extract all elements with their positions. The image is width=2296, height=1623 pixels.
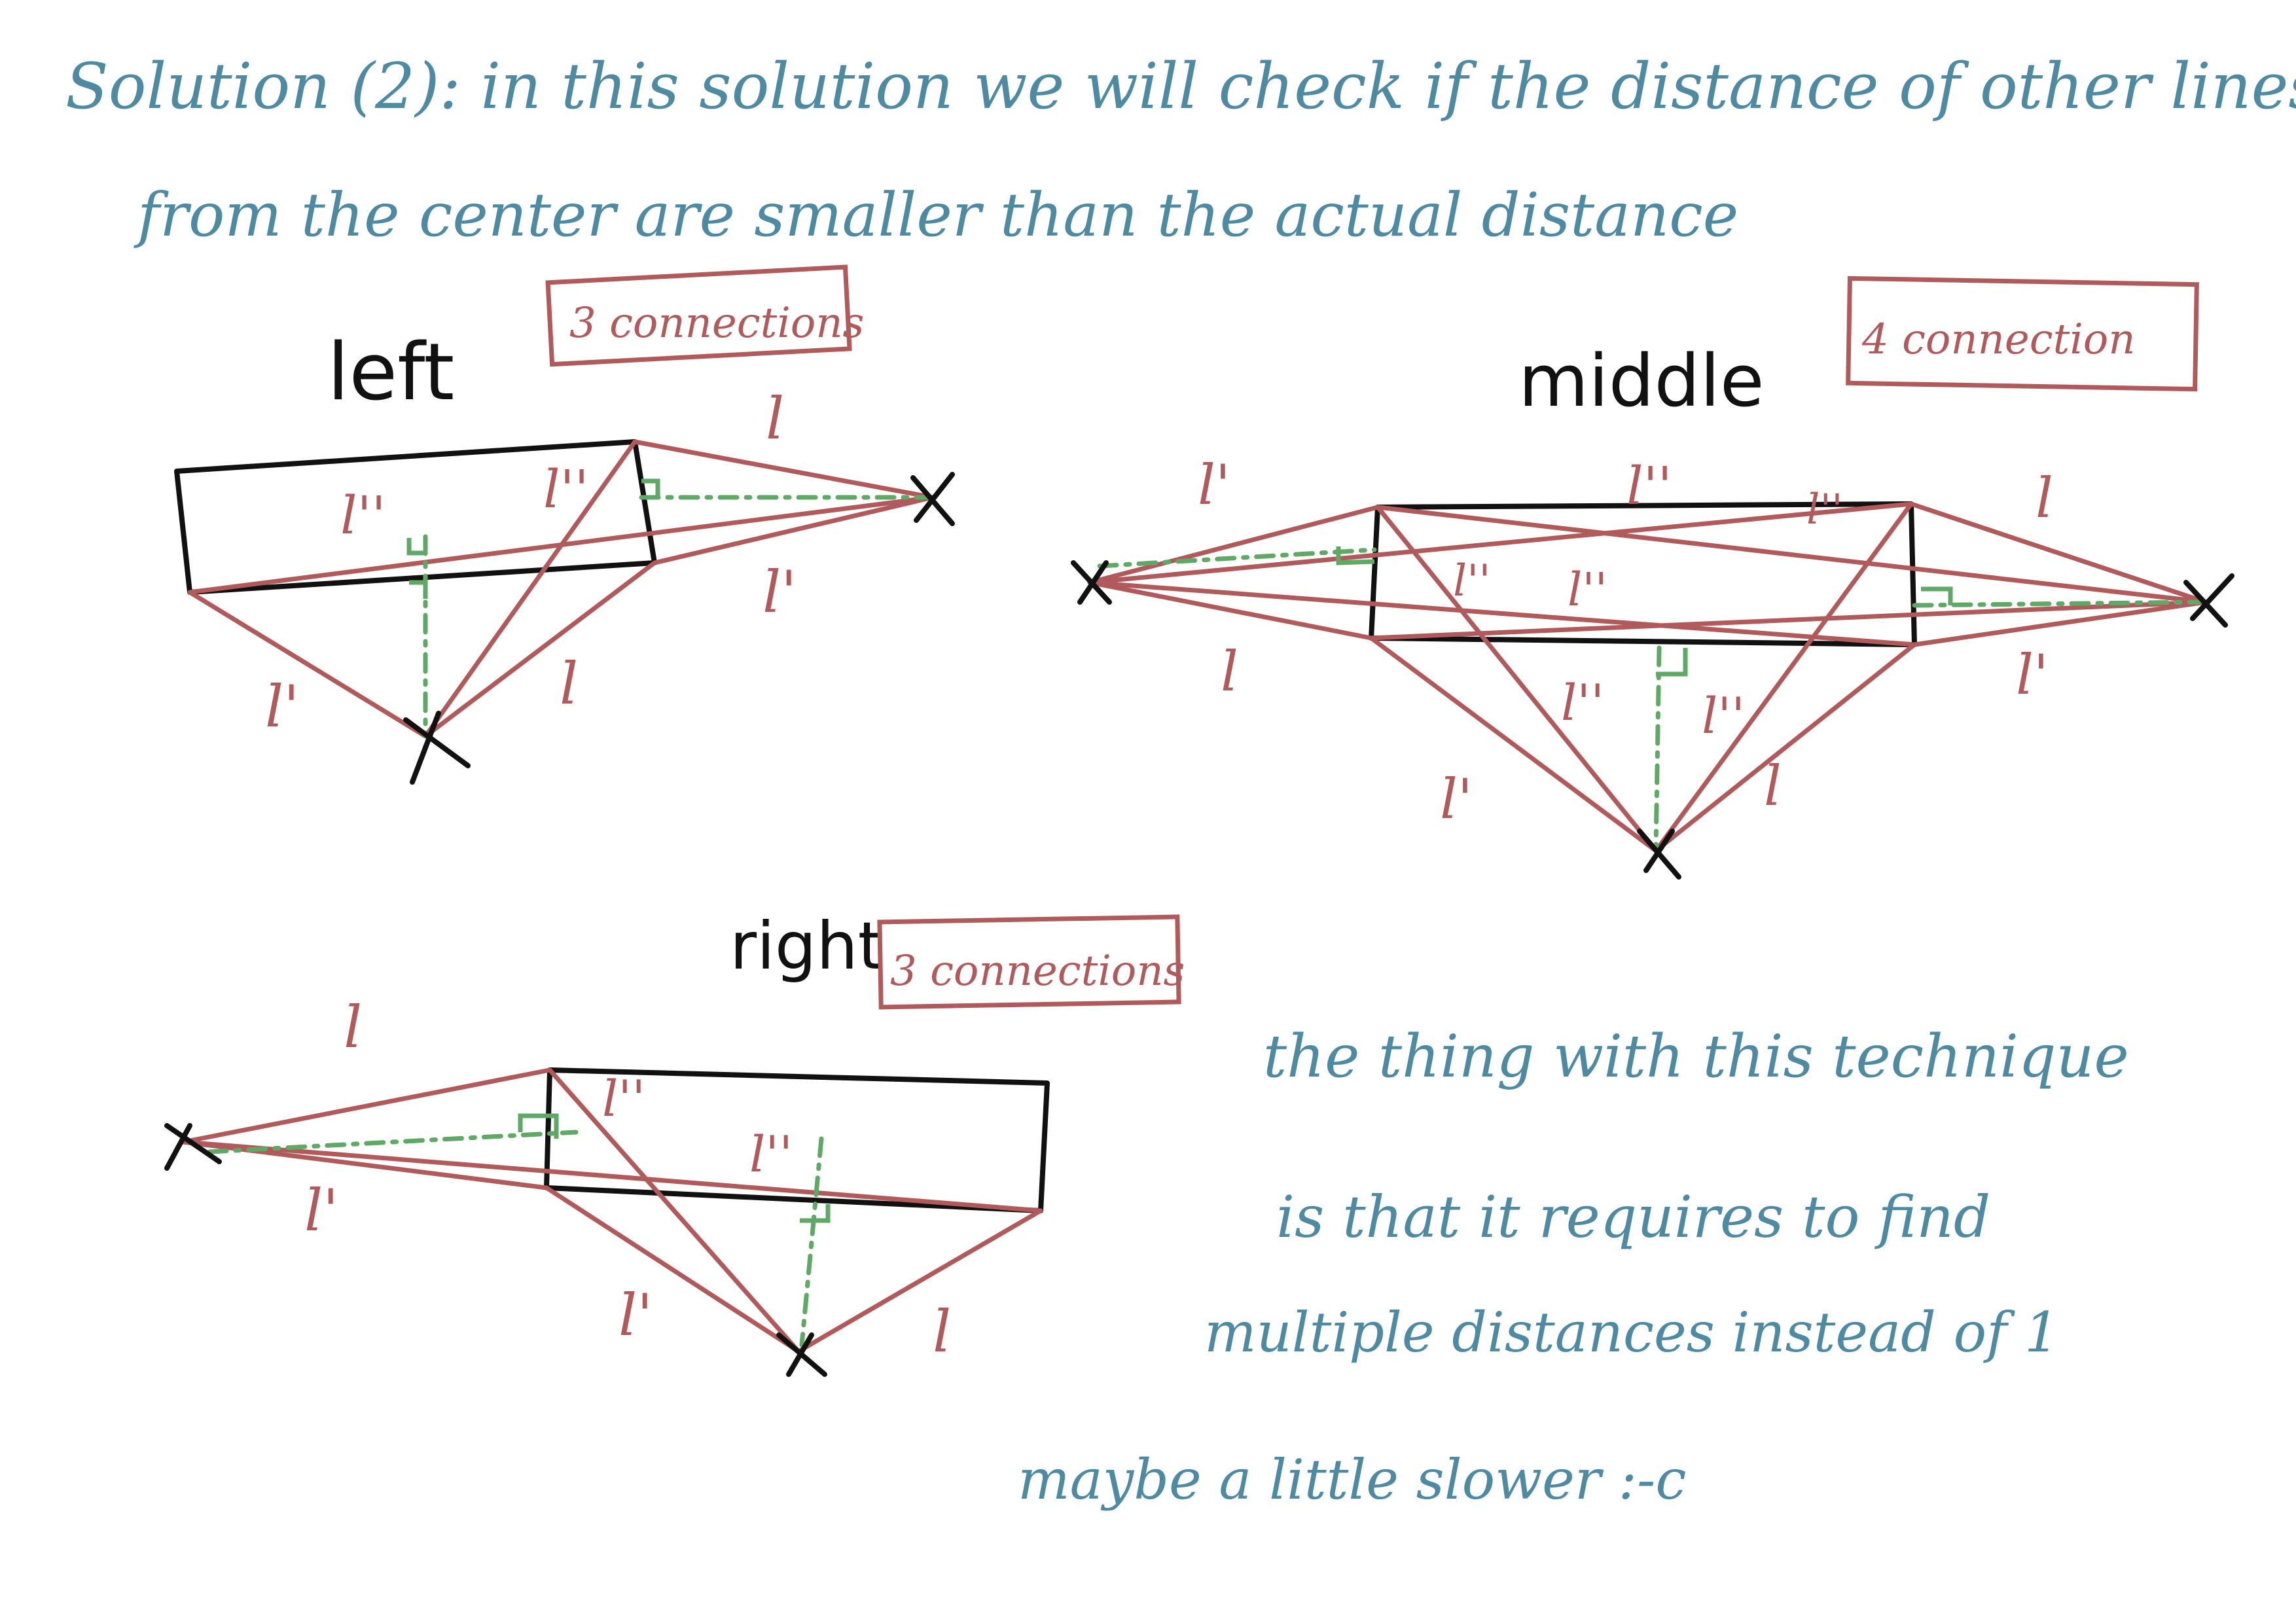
right-label-l1-left: l' [304,1177,338,1244]
right-perp-2-mark [800,1204,831,1223]
diagram-right: right 3 connections l l'' l'' l' [164,908,1185,1377]
right-line-1 [181,1067,552,1145]
diagram-right-badge: 3 connections [890,947,1185,995]
right-label-l2-b: l'' [749,1125,793,1183]
mid-label-l2-topright: l'' [1806,486,1843,534]
mid-perp-left [1097,547,1377,569]
left-label-l1-bottom: l' [265,673,299,740]
left-perp-1-mark [641,478,660,497]
mid-label-l2-bottom-b: l'' [1702,687,1745,745]
left-label-l-bottom: l [560,650,578,717]
mid-perp-right-mark [1921,586,1953,605]
mid-label-l1-bottom: l' [1440,767,1473,831]
mid-point-right [2183,573,2234,628]
right-perp-1-mark [518,1113,559,1139]
mid-line-b1 [1375,505,1659,853]
mid-line-l2 [1087,580,1374,641]
left-line-5 [423,439,637,739]
mid-perp-bottom-mark [1656,648,1688,677]
note-technique-2: is that it requires to find [1276,1183,1990,1251]
mid-line-l1 [1087,505,1380,585]
note-technique-1: the thing with this technique [1263,1022,2129,1091]
right-line-6 [796,1208,1043,1354]
right-line-5 [544,1185,801,1354]
note-line-1: Solution (2): in this solution we will c… [65,50,2296,123]
left-perp-2-mark [406,538,425,556]
note-slower: maybe a little slower :-c [1018,1448,1686,1512]
left-label-l2-b: l'' [543,459,589,520]
left-line-1 [632,439,935,500]
right-perp-1 [207,1130,579,1154]
diagram-right-badge-box [877,914,1181,1010]
diagram-left-title: left [327,327,454,418]
mid-label-l2-bottom-a: l'' [1561,673,1604,732]
mid-line-b4 [1653,642,1917,853]
mid-label-l1-right: l' [2016,643,2049,707]
mid-line-b3 [1653,501,1914,853]
mid-point-bottom [1637,829,1681,880]
mid-perp-left-mark [1336,546,1375,565]
mid-line-r4 [1369,599,2208,641]
diagram-middle: middle 4 connection [1071,276,2234,880]
diagram-left-badge-box [545,264,852,367]
mid-line-r1 [1909,501,2208,605]
left-label-l1-right: l' [762,558,797,626]
note-line-2: from the center are smaller than the act… [134,180,1738,250]
left-point-bottom [403,711,471,785]
right-line-3 [181,1139,1043,1213]
note-technique-3: multiple distances instead of 1 [1204,1300,2059,1364]
right-perp-2 [799,1136,824,1347]
mid-point-left [1071,560,1112,605]
mid-label-l2-inner-a: l'' [1453,556,1490,606]
diagram-left: left 3 connections l l' l'' l'' l [174,264,955,785]
right-point-bottom [776,1332,827,1377]
right-point-left [164,1123,222,1171]
left-label-l-top: l [766,385,784,452]
mid-perp-right [1912,599,2202,608]
mid-label-l-topright: l [2036,466,2053,530]
left-line-4 [187,590,428,739]
mid-label-l2-inner-b: l'' [1568,563,1607,616]
mid-line-b2 [1369,635,1659,853]
mid-label-l-bottom: l [1764,754,1782,818]
mid-label-l2-top: l'' [1626,455,1672,516]
mid-line-r3 [1375,505,2208,605]
right-line-4 [547,1067,801,1354]
right-label-l1-bottom: l' [619,1281,653,1349]
left-line-6 [423,560,657,739]
left-label-l2-a: l'' [340,485,386,546]
mid-perp-bottom [1653,645,1662,850]
diagram-right-title: right [730,908,884,984]
right-label-l-bottom: l [933,1298,951,1365]
diagram-middle-title: middle [1518,339,1765,423]
right-label-l2-a: l'' [602,1069,645,1128]
right-line-2 [181,1139,549,1190]
diagram-middle-badge-box [1846,276,2199,392]
left-point-right [910,472,955,526]
left-line-2 [652,495,935,565]
mid-label-l1-topleft: l' [1198,453,1230,517]
mid-line-l3 [1087,501,1914,585]
diagram-left-badge: 3 connections [569,299,864,348]
right-label-l-top: l [344,993,362,1061]
left-perp-2-mark-b [409,580,428,599]
mid-line-r2 [1912,599,2208,647]
mid-label-l-left: l [1221,639,1238,704]
mid-line-l4 [1087,580,1917,647]
diagram-middle-badge: 4 connection [1861,315,2136,364]
